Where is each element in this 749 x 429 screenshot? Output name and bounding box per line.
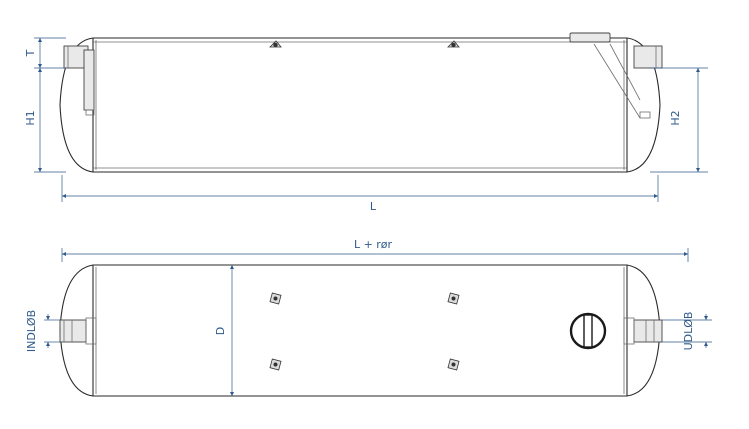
dimension-H1: H1	[24, 68, 66, 173]
dimension-label-outlet: UDLØB	[682, 312, 695, 351]
top-lifting-lug	[447, 358, 460, 371]
side-view-tank-body	[59, 37, 661, 173]
dimension-L-plus-pipe: L + rør	[61, 238, 689, 262]
dimension-H2: H2	[650, 67, 708, 173]
dimension-inlet: INDLØB	[25, 310, 60, 352]
side-inlet-pipe	[63, 45, 95, 116]
dimension-T: T	[24, 37, 66, 69]
top-view: L + rør D INDLØB	[25, 238, 712, 397]
top-outlet-pipe	[623, 317, 663, 345]
dimension-label-H2: H2	[669, 110, 682, 125]
dimension-label-inlet: INDLØB	[25, 310, 38, 352]
side-outlet-pipe	[593, 43, 663, 119]
side-top-hatch	[569, 32, 611, 43]
dimension-L: L	[61, 175, 659, 213]
side-lifting-lug	[447, 40, 460, 48]
dimension-label-L-plus-pipe: L + rør	[354, 238, 393, 251]
dimension-D: D	[214, 265, 235, 396]
side-view: T H1 H2 L	[24, 32, 708, 213]
top-inlet-pipe	[59, 317, 97, 345]
side-lifting-lug	[269, 40, 282, 48]
top-lifting-lug	[447, 292, 460, 305]
dimension-label-T: T	[24, 49, 37, 57]
dimension-outlet: UDLØB	[662, 312, 712, 351]
dimension-label-D: D	[214, 327, 227, 335]
top-lifting-lug	[269, 358, 282, 371]
dimension-label-H1: H1	[24, 110, 37, 125]
dimension-label-L: L	[370, 200, 377, 213]
top-manhole	[569, 312, 607, 350]
top-lifting-lug	[269, 292, 282, 305]
